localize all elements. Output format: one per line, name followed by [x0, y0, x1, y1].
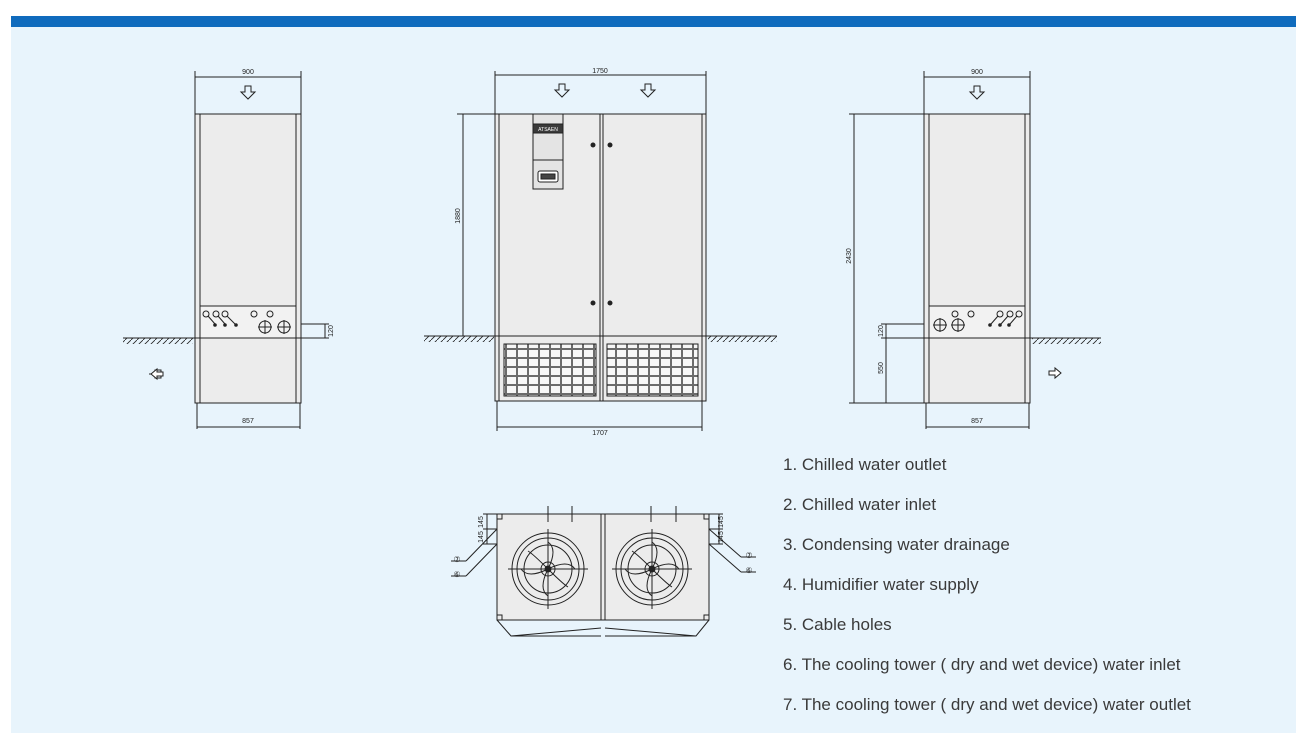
right-side-view: 900 2430	[846, 69, 1101, 429]
callout-7-left: ⑦	[453, 555, 460, 564]
floor-hatch	[1032, 338, 1101, 344]
door-handle	[607, 300, 613, 306]
left-top-width-label: 900	[242, 69, 254, 76]
legend-item: 1. Chilled water outlet	[783, 455, 947, 474]
front-view: 1750 ATSAEN	[424, 68, 777, 437]
top-view: 145 145 ⑦ ⑥ 145 145 ⑦ ⑥	[451, 506, 756, 637]
top-left-dim-b: 145	[478, 531, 485, 543]
airflow-down-arrow	[639, 83, 657, 98]
brand-label: ATSAEN	[538, 127, 558, 133]
right-total-height-label: 2430	[846, 248, 853, 264]
airflow-down-arrow	[239, 85, 257, 100]
floor-hatch	[708, 336, 777, 342]
header-bar	[11, 16, 1296, 27]
front-bottom-width-label: 1707	[592, 430, 608, 437]
top-right-dim-a: 145	[718, 516, 725, 528]
floor-hatch	[123, 338, 193, 344]
right-cabinet-body	[923, 113, 1031, 404]
floor-hatch	[424, 336, 494, 342]
legend-item: 2. Chilled water inlet	[783, 495, 937, 514]
airflow-right-arrow	[1048, 366, 1062, 380]
spec-sheet: 900 120	[11, 16, 1296, 733]
fan-right	[612, 506, 692, 609]
callout-7-right: ⑦	[745, 551, 752, 560]
legend-item: 3. Condensing water drainage	[783, 535, 1010, 554]
left-side-view: 900 120	[123, 69, 335, 429]
air-inlet-grille-right	[606, 343, 699, 397]
top-door-swing	[496, 619, 602, 637]
legend-item: 4. Humidifier water supply	[783, 575, 979, 594]
door-handle	[590, 142, 596, 148]
fan-left	[508, 506, 588, 609]
front-top-width-label: 1750	[592, 68, 608, 75]
left-pipe-height-label: 120	[328, 325, 335, 337]
airflow-down-arrow	[968, 85, 986, 100]
front-height-label: 1880	[455, 208, 462, 224]
callout-6-left: ⑥	[453, 570, 460, 579]
technical-drawing: 900 120	[123, 68, 1101, 637]
top-right-dim-b: 145	[718, 531, 725, 543]
top-cabinet-outline	[496, 513, 710, 621]
air-inlet-grille-left	[503, 343, 597, 397]
right-pipe-height-label: 120	[878, 325, 885, 337]
legend-item: 7. The cooling tower ( dry and wet devic…	[783, 695, 1191, 714]
airflow-down-arrow	[553, 83, 571, 98]
control-panel: ATSAEN	[532, 113, 564, 190]
right-pipe-connections	[933, 310, 1023, 332]
right-top-width-label: 900	[971, 69, 983, 76]
door-handle	[607, 142, 613, 148]
right-base-height-label: 550	[878, 362, 885, 374]
left-cabinet-body	[194, 113, 302, 404]
callout-6-right: ⑥	[745, 566, 752, 575]
connection-legend: 1. Chilled water outlet 2. Chilled water…	[783, 454, 1191, 734]
legend-item: 5. Cable holes	[783, 615, 892, 634]
right-bottom-width-label: 857	[971, 418, 983, 425]
legend-item: 6. The cooling tower ( dry and wet devic…	[783, 655, 1181, 674]
door-handle	[590, 300, 596, 306]
top-left-dim-a: 145	[478, 516, 485, 528]
top-door-swing	[604, 619, 710, 637]
left-bottom-width-label: 857	[242, 418, 254, 425]
left-pipe-connections	[202, 310, 291, 334]
